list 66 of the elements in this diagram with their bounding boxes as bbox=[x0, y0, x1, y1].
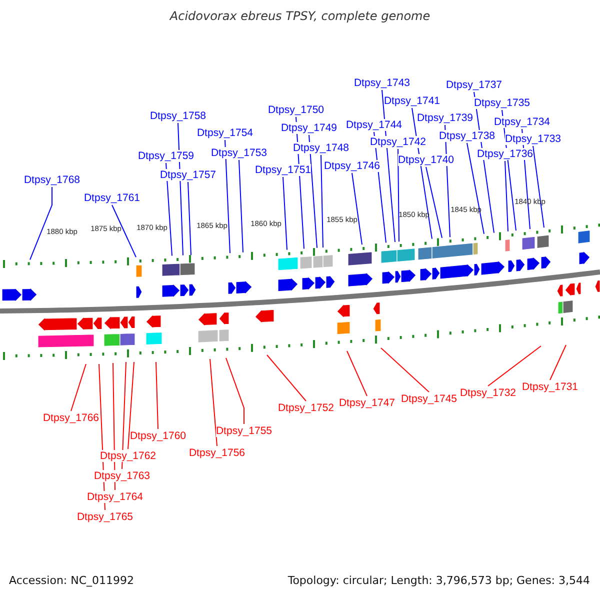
leader-line bbox=[166, 162, 172, 256]
gene-label: Dtpsy_1755 bbox=[216, 425, 272, 437]
gene-label: Dtpsy_1757 bbox=[160, 169, 216, 181]
leader-line bbox=[488, 346, 542, 386]
leader-line bbox=[70, 364, 86, 412]
gene-label: Dtpsy_1738 bbox=[438, 130, 496, 142]
gene-label: Dtpsy_1747 bbox=[338, 397, 396, 409]
gene-label: Dtpsy_1751 bbox=[254, 164, 312, 176]
gene-label: Dtpsy_1754 bbox=[196, 127, 254, 139]
leader-line bbox=[238, 160, 244, 253]
gene-label: Dtpsy_1748 bbox=[292, 142, 350, 154]
leader-line bbox=[224, 140, 230, 254]
gene-label: Dtpsy_1766 bbox=[42, 412, 100, 424]
leader-line bbox=[380, 348, 430, 392]
gene-label: Dtpsy_1763 bbox=[94, 470, 150, 482]
gene-label: Dtpsy_1733 bbox=[504, 133, 562, 145]
leader-line bbox=[156, 362, 158, 430]
gene-label: Dtpsy_1758 bbox=[150, 110, 206, 122]
gene-label: Dtpsy_1753 bbox=[210, 147, 268, 159]
leader-line bbox=[504, 160, 508, 232]
leader-line bbox=[128, 362, 134, 450]
leader-line bbox=[226, 358, 244, 424]
leader-line bbox=[210, 358, 218, 446]
gene-label: Dtpsy_1734 bbox=[494, 116, 550, 128]
leader-line bbox=[346, 350, 368, 396]
leader-line bbox=[426, 166, 442, 238]
gene-label: Dtpsy_1768 bbox=[24, 174, 80, 186]
gene-label: Dtpsy_1745 bbox=[400, 393, 458, 405]
leader-line bbox=[308, 134, 318, 248]
gene-label: Dtpsy_1739 bbox=[416, 112, 474, 124]
leader-line bbox=[352, 172, 362, 246]
gene-label: Dtpsy_1741 bbox=[384, 95, 440, 107]
gene-label: Dtpsy_1749 bbox=[280, 122, 338, 134]
gene-label: Dtpsy_1746 bbox=[324, 160, 380, 172]
leader-line bbox=[532, 146, 544, 228]
leader-line bbox=[282, 176, 288, 250]
leader-line bbox=[266, 354, 306, 402]
gene-label: Dtpsy_1735 bbox=[474, 97, 530, 109]
leader-line bbox=[122, 362, 126, 470]
leader-line bbox=[398, 148, 400, 242]
gene-label: Dtpsy_1764 bbox=[86, 491, 144, 503]
gene-label: Dtpsy_1740 bbox=[398, 154, 454, 166]
footer-text: Accession: NC_011992 bbox=[9, 574, 134, 588]
footer-text: Topology: circular; Length: 3,796,573 bp; Genes: 3,544 bbox=[288, 574, 590, 588]
gene-label: Dtpsy_1752 bbox=[278, 402, 334, 414]
gene-label: Dtpsy_1731 bbox=[522, 381, 578, 393]
gene-label: Dtpsy_1736 bbox=[476, 148, 534, 160]
gene-label: Dtpsy_1765 bbox=[76, 511, 134, 523]
leader-line bbox=[550, 344, 566, 380]
gene-label: Dtpsy_1762 bbox=[100, 450, 156, 462]
leader-line bbox=[112, 204, 136, 258]
leader-line bbox=[466, 142, 484, 234]
title: Acidovorax ebreus TPSY, complete genome bbox=[170, 9, 430, 23]
gene-label: Dtpsy_1760 bbox=[130, 430, 186, 442]
gene-label: Dtpsy_1750 bbox=[268, 104, 324, 116]
gene-label: Dtpsy_1759 bbox=[138, 150, 194, 162]
leader-line bbox=[30, 186, 52, 260]
gene-label: Dtpsy_1756 bbox=[188, 447, 246, 459]
gene-label: Dtpsy_1742 bbox=[370, 136, 426, 148]
leader-line bbox=[320, 154, 324, 248]
gene-label: Dtpsy_1732 bbox=[460, 387, 516, 399]
gene-label: Dtpsy_1737 bbox=[446, 79, 502, 91]
gene-label: Dtpsy_1743 bbox=[354, 77, 410, 89]
gene-label: Dtpsy_1744 bbox=[346, 119, 402, 131]
gene-label: Dtpsy_1761 bbox=[84, 192, 140, 204]
leader-line bbox=[188, 182, 192, 256]
